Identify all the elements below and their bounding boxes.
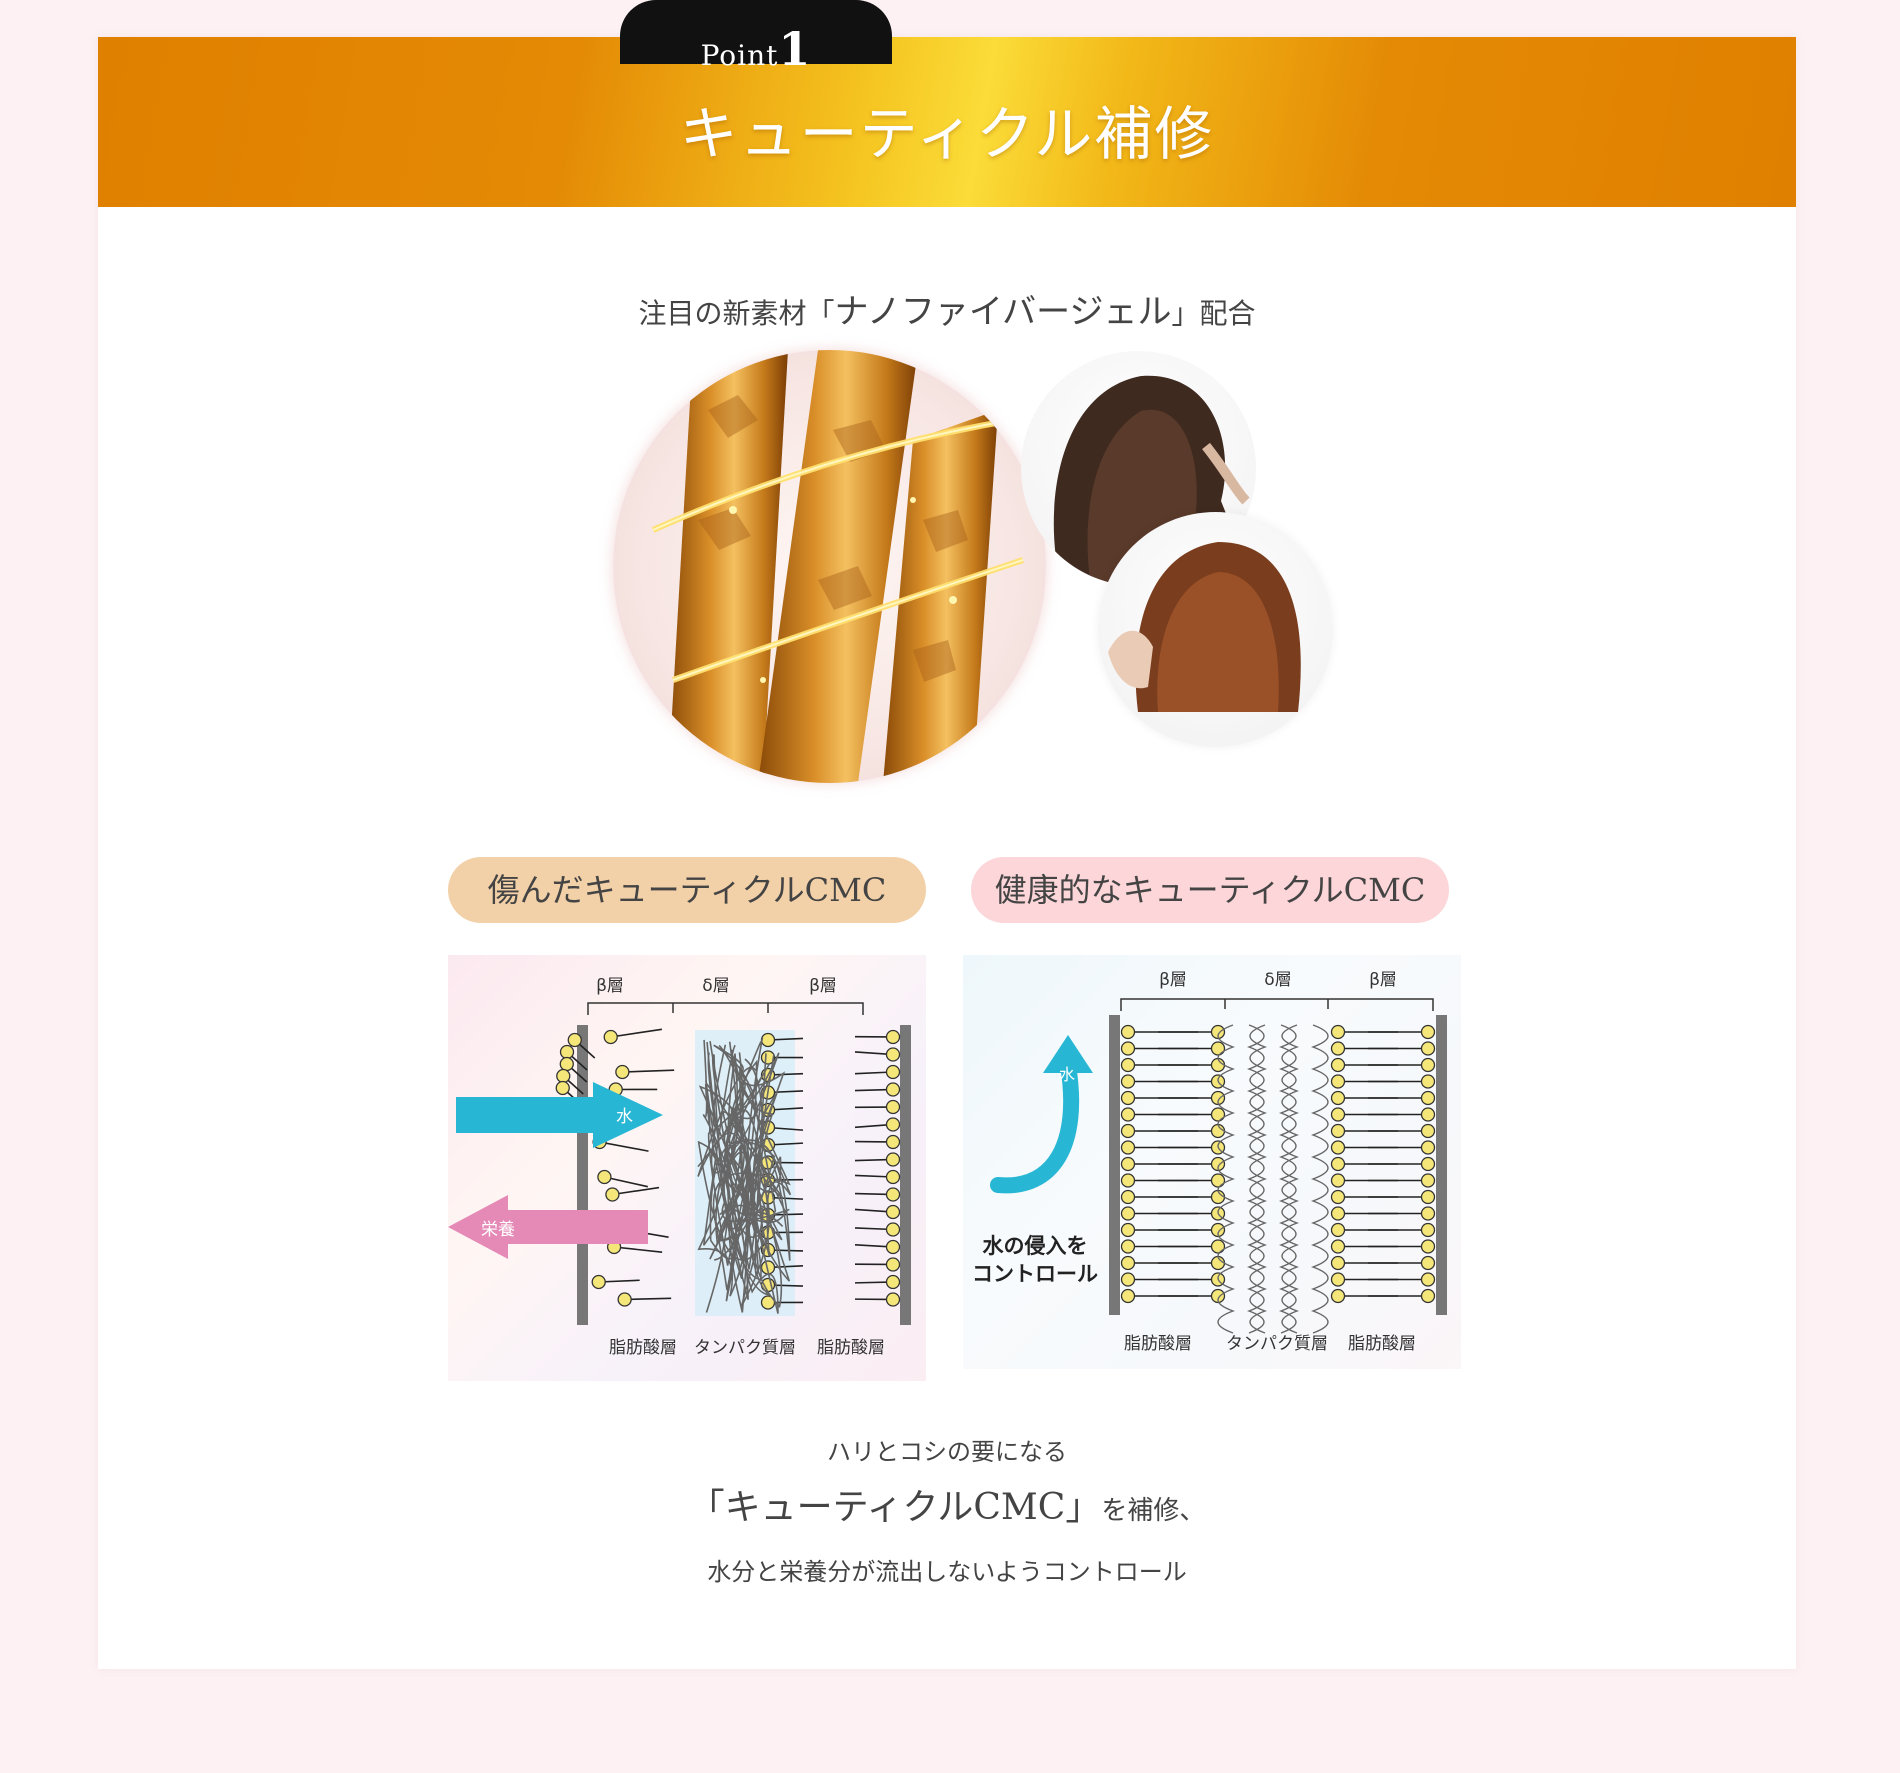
bottom-line-2-main: 「キューティクルCMC」	[688, 1487, 1102, 1528]
bottom-line-3: 水分と栄養分が流出しないようコントロール	[707, 1558, 1187, 1586]
nutrition-arrow-label: 栄養	[481, 1220, 515, 1240]
title-banner: Point1 キューティクル補修	[98, 0, 1796, 207]
bottom-line-1: ハリとコシの要になる	[827, 1438, 1067, 1466]
healthy-protein-lattice	[1217, 1024, 1329, 1334]
point-word: Point	[700, 39, 779, 72]
damaged-layer-beta-left: β層	[596, 976, 624, 996]
healthy-water-label: 水	[1059, 1065, 1075, 1084]
healthy-layer-delta: δ層	[1264, 970, 1291, 990]
healthy-lipid-molecules	[1120, 1024, 1436, 1304]
damaged-protein-tangle	[697, 1037, 792, 1314]
damaged-layer-beta-right: β層	[809, 976, 837, 996]
healthy-layer-beta-left: β層	[1159, 970, 1187, 990]
hair-model-photo-bob	[1098, 512, 1333, 747]
healthy-cmc-label: 健康的なキューティクルCMC	[971, 857, 1449, 923]
lead-prefix: 注目の新素材「	[638, 297, 835, 330]
bottom-line-2-tail: を補修、	[1101, 1496, 1206, 1526]
healthy-layer-beta-right: β層	[1369, 970, 1397, 990]
lead-text: 注目の新素材「ナノファイバージェル」配合	[98, 284, 1796, 333]
lead-highlight: ナノファイバージェル	[834, 292, 1172, 332]
damaged-cmc-diagram: β層 δ層 β層 水 栄養 脂肪酸層 タンパク質層 脂肪酸層	[448, 955, 926, 1381]
damaged-fatty-acid-left: 脂肪酸層	[609, 1338, 677, 1358]
healthy-fatty-acid-left: 脂肪酸層	[1124, 1334, 1192, 1354]
point-number: 1	[778, 22, 812, 76]
water-arrow-label: 水	[616, 1107, 633, 1127]
point-tab: Point1	[620, 0, 892, 76]
damaged-fatty-acid-right: 脂肪酸層	[817, 1338, 885, 1358]
hair-fiber-image	[613, 350, 1046, 783]
healthy-protein-layer: タンパク質層	[1226, 1334, 1328, 1354]
section-title: キューティクル補修	[679, 100, 1215, 168]
damaged-cmc-label: 傷んだキューティクルCMC	[448, 857, 926, 923]
water-control-caption-2: コントロール	[972, 1262, 1098, 1286]
water-control-arrow	[990, 1057, 1080, 1194]
nutrition-outflow-arrow	[448, 1195, 648, 1259]
bottom-line-2: 「キューティクルCMC」を補修、	[98, 1478, 1796, 1530]
healthy-fatty-acid-right: 脂肪酸層	[1348, 1334, 1416, 1354]
damaged-protein-layer: タンパク質層	[694, 1338, 796, 1358]
water-control-caption-1: 水の侵入を	[983, 1234, 1088, 1258]
damaged-layer-delta: δ層	[702, 976, 729, 996]
lead-suffix: 」配合	[1171, 297, 1256, 330]
point-card: Point1 キューティクル補修 注目の新素材「ナノファイバージェル」配合	[98, 0, 1796, 1669]
water-inflow-arrow	[456, 1082, 663, 1148]
healthy-cmc-diagram: β層 δ層 β層 水 水の侵入を コントロール 脂肪酸層 タンパク質層 脂肪酸層	[963, 955, 1461, 1369]
